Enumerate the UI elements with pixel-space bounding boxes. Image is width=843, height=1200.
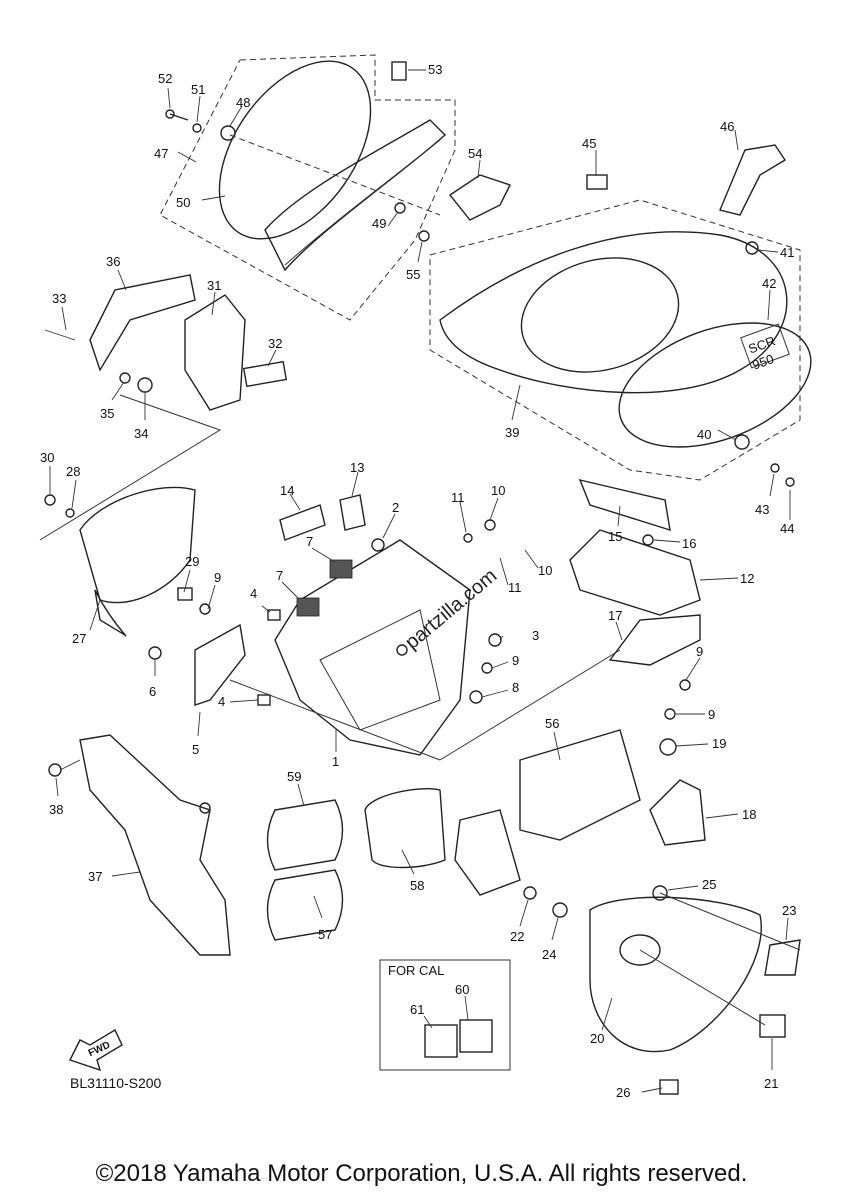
callout-39: 39 [505, 425, 519, 440]
callout-24: 24 [542, 947, 556, 962]
callout-10b: 10 [538, 563, 552, 578]
callout-12: 12 [740, 571, 754, 586]
callout-32: 32 [268, 336, 282, 351]
callout-61: 61 [410, 1002, 424, 1017]
callout-22: 22 [510, 929, 524, 944]
callout-46: 46 [720, 119, 734, 134]
callout-3: 3 [532, 628, 539, 643]
left-side-cover-group [44, 486, 196, 637]
callout-13: 13 [350, 460, 364, 475]
diagram-code: BL31110-S200 [70, 1075, 162, 1091]
callout-29: 29 [185, 554, 199, 569]
watermark-text: partzilla.com [401, 565, 501, 654]
callout-17: 17 [608, 608, 622, 623]
callout-2: 2 [392, 500, 399, 515]
callout-9b: 9 [214, 570, 221, 585]
battery-box-group [148, 479, 701, 761]
callout-20: 20 [590, 1031, 604, 1046]
callout-18: 18 [742, 807, 756, 822]
lower-right-cover-group [523, 885, 801, 1095]
badge-text-2: 950 [750, 351, 776, 373]
callout-9d: 9 [708, 707, 715, 722]
callout-7a: 7 [306, 534, 313, 549]
callout-42: 42 [762, 276, 776, 291]
callout-57: 57 [318, 927, 332, 942]
upper-left-cover-group [159, 54, 511, 321]
callout-21: 21 [764, 1076, 778, 1091]
callout-51: 51 [191, 82, 205, 97]
callout-45: 45 [582, 136, 596, 151]
callout-27: 27 [72, 631, 86, 646]
callout-19: 19 [712, 736, 726, 751]
badge-text-1: SCR [746, 333, 777, 356]
callout-15: 15 [608, 529, 622, 544]
left-bracket-group [39, 274, 288, 541]
callout-35: 35 [100, 406, 114, 421]
callout-23: 23 [782, 903, 796, 918]
callout-9c: 9 [696, 644, 703, 659]
callout-54: 54 [468, 146, 482, 161]
callout-33: 33 [52, 291, 66, 306]
callout-30: 30 [40, 450, 54, 465]
callout-11b: 11 [508, 580, 522, 595]
toolkit-group [266, 729, 706, 941]
callout-50: 50 [176, 195, 190, 210]
for-cal-box: FOR CAL [379, 959, 511, 1071]
callout-56: 56 [545, 716, 559, 731]
callout-28: 28 [66, 464, 80, 479]
callout-52: 52 [158, 71, 172, 86]
callout-43: 43 [755, 502, 769, 517]
for-cal-label: FOR CAL [388, 963, 444, 978]
callout-labels: 1 2 3 4 4 5 6 7 7 8 9 9 9 9 10 10 11 11 [40, 62, 796, 1100]
callout-26: 26 [616, 1085, 630, 1100]
callout-40: 40 [697, 427, 711, 442]
callout-31: 31 [207, 278, 221, 293]
callout-10a: 10 [491, 483, 505, 498]
right-side-cover-group: SCR 950 [429, 144, 812, 487]
callout-8: 8 [512, 680, 519, 695]
callout-44: 44 [780, 521, 794, 536]
callout-36: 36 [106, 254, 120, 269]
fwd-arrow: FWD [69, 1029, 123, 1072]
callout-25: 25 [702, 877, 716, 892]
callout-34: 34 [134, 426, 148, 441]
callout-53: 53 [428, 62, 442, 77]
watermark: partzilla.com [396, 565, 501, 656]
callout-4b: 4 [218, 694, 225, 709]
callout-4a: 4 [250, 586, 257, 601]
callout-11a: 11 [451, 490, 465, 505]
callout-1: 1 [332, 754, 339, 769]
callout-38: 38 [49, 802, 63, 817]
callout-48: 48 [236, 95, 250, 110]
callout-9a: 9 [512, 653, 519, 668]
callout-37: 37 [88, 869, 102, 884]
callout-6: 6 [149, 684, 156, 699]
callout-59: 59 [287, 769, 301, 784]
callout-47: 47 [154, 146, 168, 161]
callout-60: 60 [455, 982, 469, 997]
callout-5: 5 [192, 742, 199, 757]
callout-16: 16 [682, 536, 696, 551]
callout-58: 58 [410, 878, 424, 893]
callout-14: 14 [280, 483, 294, 498]
copyright-notice: ©2018 Yamaha Motor Corporation, U.S.A. A… [95, 1160, 748, 1187]
callout-49: 49 [372, 216, 386, 231]
callout-7b: 7 [276, 568, 283, 583]
bottom-left-plate-group [48, 734, 231, 956]
callout-41: 41 [780, 245, 794, 260]
callout-55: 55 [406, 267, 420, 282]
